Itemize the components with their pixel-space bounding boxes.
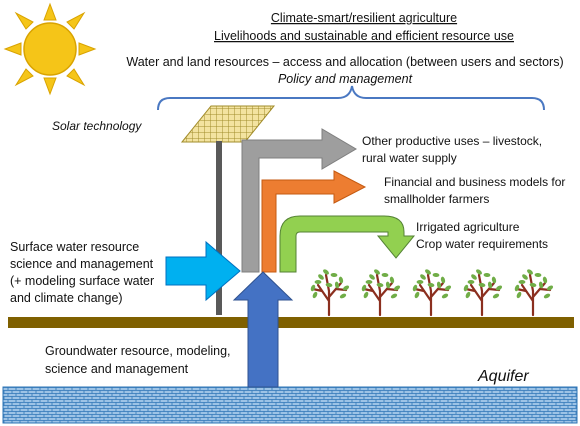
tree-icon: [463, 269, 503, 317]
sun-icon: [3, 2, 97, 96]
tree-leaf: [522, 274, 528, 280]
other-uses-label-1: Other productive uses – livestock,: [362, 134, 542, 148]
tree-leaf: [338, 276, 344, 284]
tree-leaf: [342, 285, 350, 291]
tree-leaf: [312, 291, 318, 299]
tree-leaf: [365, 280, 373, 284]
tree-leaf: [314, 280, 322, 284]
tree-leaf: [495, 285, 503, 291]
tree-icon: [310, 269, 350, 317]
tree-leaf: [476, 269, 482, 275]
surface-water-label-2: science and management: [10, 257, 154, 271]
groundwater-arrow: [232, 271, 294, 388]
tree-leaf: [487, 281, 493, 289]
tree-leaf: [427, 282, 435, 288]
tree-leaf: [534, 272, 542, 278]
aquifer-label: Aquifer: [477, 368, 529, 385]
aquifer-layer: [2, 386, 578, 424]
irrigated-label-1: Irrigated agriculture: [416, 220, 520, 234]
irrigated-label-2: Crop water requirements: [416, 237, 548, 251]
tree-leaf: [491, 276, 497, 284]
other-uses-label-2: rural water supply: [362, 151, 457, 165]
tree-leaf: [363, 291, 369, 299]
tree-icon: [514, 269, 554, 317]
tree-leaf: [483, 272, 491, 278]
financial-label-2: smallholder farmers: [384, 192, 489, 206]
tree-leaf: [416, 280, 424, 284]
tree-row: [310, 269, 554, 317]
groundwater-label-1: Groundwater resource, modeling,: [45, 344, 231, 358]
tree-leaf: [361, 284, 367, 292]
tree-leaf: [440, 276, 446, 284]
tree-leaf: [516, 291, 522, 299]
header-line-2: Livelihoods and sustainable and efficien…: [214, 29, 514, 43]
tree-leaf: [390, 293, 398, 299]
orange-arrow-financial: [261, 170, 367, 273]
tree-leaf: [425, 269, 431, 275]
header-line-3: Water and land resources – access and al…: [126, 55, 563, 69]
header-line-1: Climate-smart/resilient agriculture: [271, 11, 457, 25]
policy-brace: [157, 85, 545, 111]
grey-arrow-other-uses: [241, 128, 357, 273]
tree-leaf: [414, 291, 420, 299]
header-line-4: Policy and management: [278, 72, 413, 86]
tree-leaf: [393, 285, 401, 291]
tree-leaf: [381, 272, 389, 278]
financial-label-1: Financial and business models for: [384, 175, 565, 189]
tree-leaf: [538, 281, 544, 289]
tree-leaf: [318, 274, 324, 280]
tree-leaf: [529, 282, 537, 288]
tree-leaf: [478, 282, 486, 288]
tree-leaf: [441, 293, 449, 299]
solar-technology-label: Solar technology: [52, 119, 142, 133]
tree-leaf: [310, 284, 316, 292]
tree-leaf: [514, 284, 520, 292]
tree-leaf: [389, 276, 395, 284]
tree-leaf: [467, 280, 475, 284]
soil-layer: [8, 317, 574, 328]
tree-leaf: [385, 281, 391, 289]
tree-leaf: [339, 293, 347, 299]
tree-leaf: [376, 282, 384, 288]
tree-icon: [361, 269, 401, 317]
tree-leaf: [542, 276, 548, 284]
tree-leaf: [436, 281, 442, 289]
surface-water-label-3: (+ modeling surface water: [10, 274, 154, 288]
tree-leaf: [323, 269, 329, 275]
tree-leaf: [420, 274, 426, 280]
tree-leaf: [334, 281, 340, 289]
tree-leaf: [374, 269, 380, 275]
tree-leaf: [463, 284, 469, 292]
surface-water-arrow: [165, 240, 241, 302]
groundwater-label-2: science and management: [45, 362, 189, 376]
tree-icon: [412, 269, 452, 317]
tree-leaf: [518, 280, 526, 284]
surface-water-label-4: and climate change): [10, 291, 123, 305]
surface-water-label-1: Surface water resource: [10, 240, 139, 254]
tree-leaf: [543, 293, 551, 299]
tree-leaf: [471, 274, 477, 280]
solar-panel-icon: [180, 105, 276, 315]
tree-leaf: [527, 269, 533, 275]
tree-leaf: [369, 274, 375, 280]
tree-leaf: [444, 285, 452, 291]
tree-leaf: [412, 284, 418, 292]
green-arrow-irrigated: [279, 215, 416, 273]
tree-leaf: [492, 293, 500, 299]
tree-leaf: [465, 291, 471, 299]
tree-leaf: [432, 272, 440, 278]
tree-leaf: [546, 285, 554, 291]
tree-leaf: [330, 272, 338, 278]
tree-leaf: [325, 282, 333, 288]
